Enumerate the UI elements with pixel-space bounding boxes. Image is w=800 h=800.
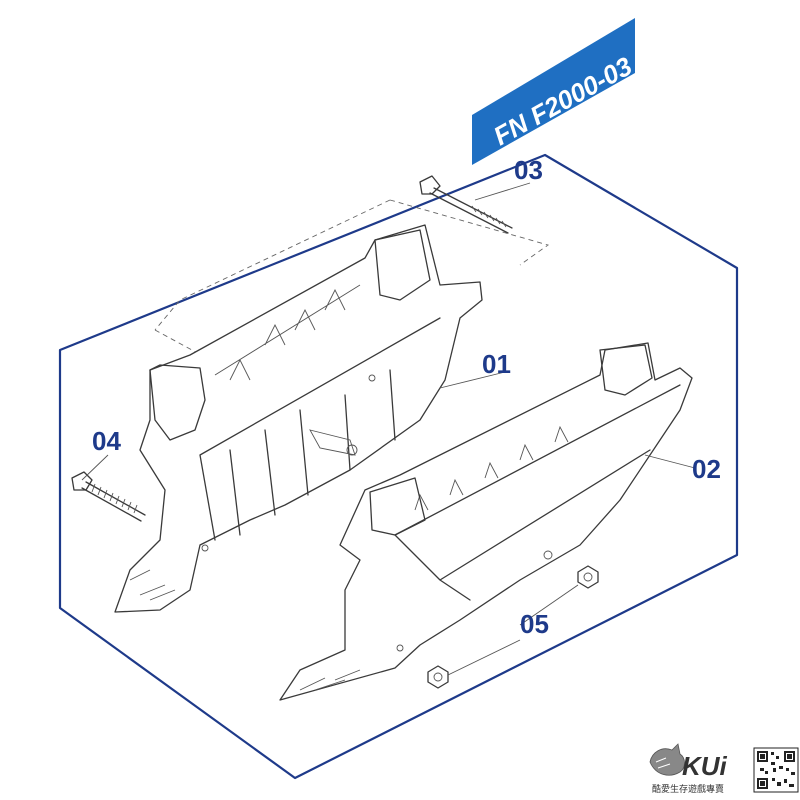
callout-01: 01 [482, 349, 511, 379]
banner-background [472, 18, 635, 165]
assembly-guide-lines [154, 199, 550, 396]
callout-02: 02 [692, 454, 721, 484]
part-03-bolt [419, 175, 513, 234]
model-banner: FN F2000-03 [472, 18, 637, 165]
part-05-nut-lower [427, 665, 449, 689]
part-02-lower-handguard [279, 342, 693, 701]
brand-block: KUi 酷愛生存遊戲專賣 [649, 743, 799, 795]
qr-code-icon [753, 747, 799, 793]
callout-05: 05 [520, 609, 549, 639]
part-05-nut-upper [577, 565, 599, 589]
callout-04: 04 [92, 426, 121, 456]
part-01-upper-handguard [114, 224, 483, 613]
leader-lines [81, 182, 696, 676]
brand-tagline: 酷愛生存遊戲專賣 [652, 783, 724, 795]
part-04-screw [71, 471, 146, 522]
callout-03: 03 [514, 155, 543, 185]
wolf-logo-icon [649, 743, 685, 776]
brand-logo: KUi [682, 751, 728, 781]
isometric-frame [58, 153, 739, 780]
